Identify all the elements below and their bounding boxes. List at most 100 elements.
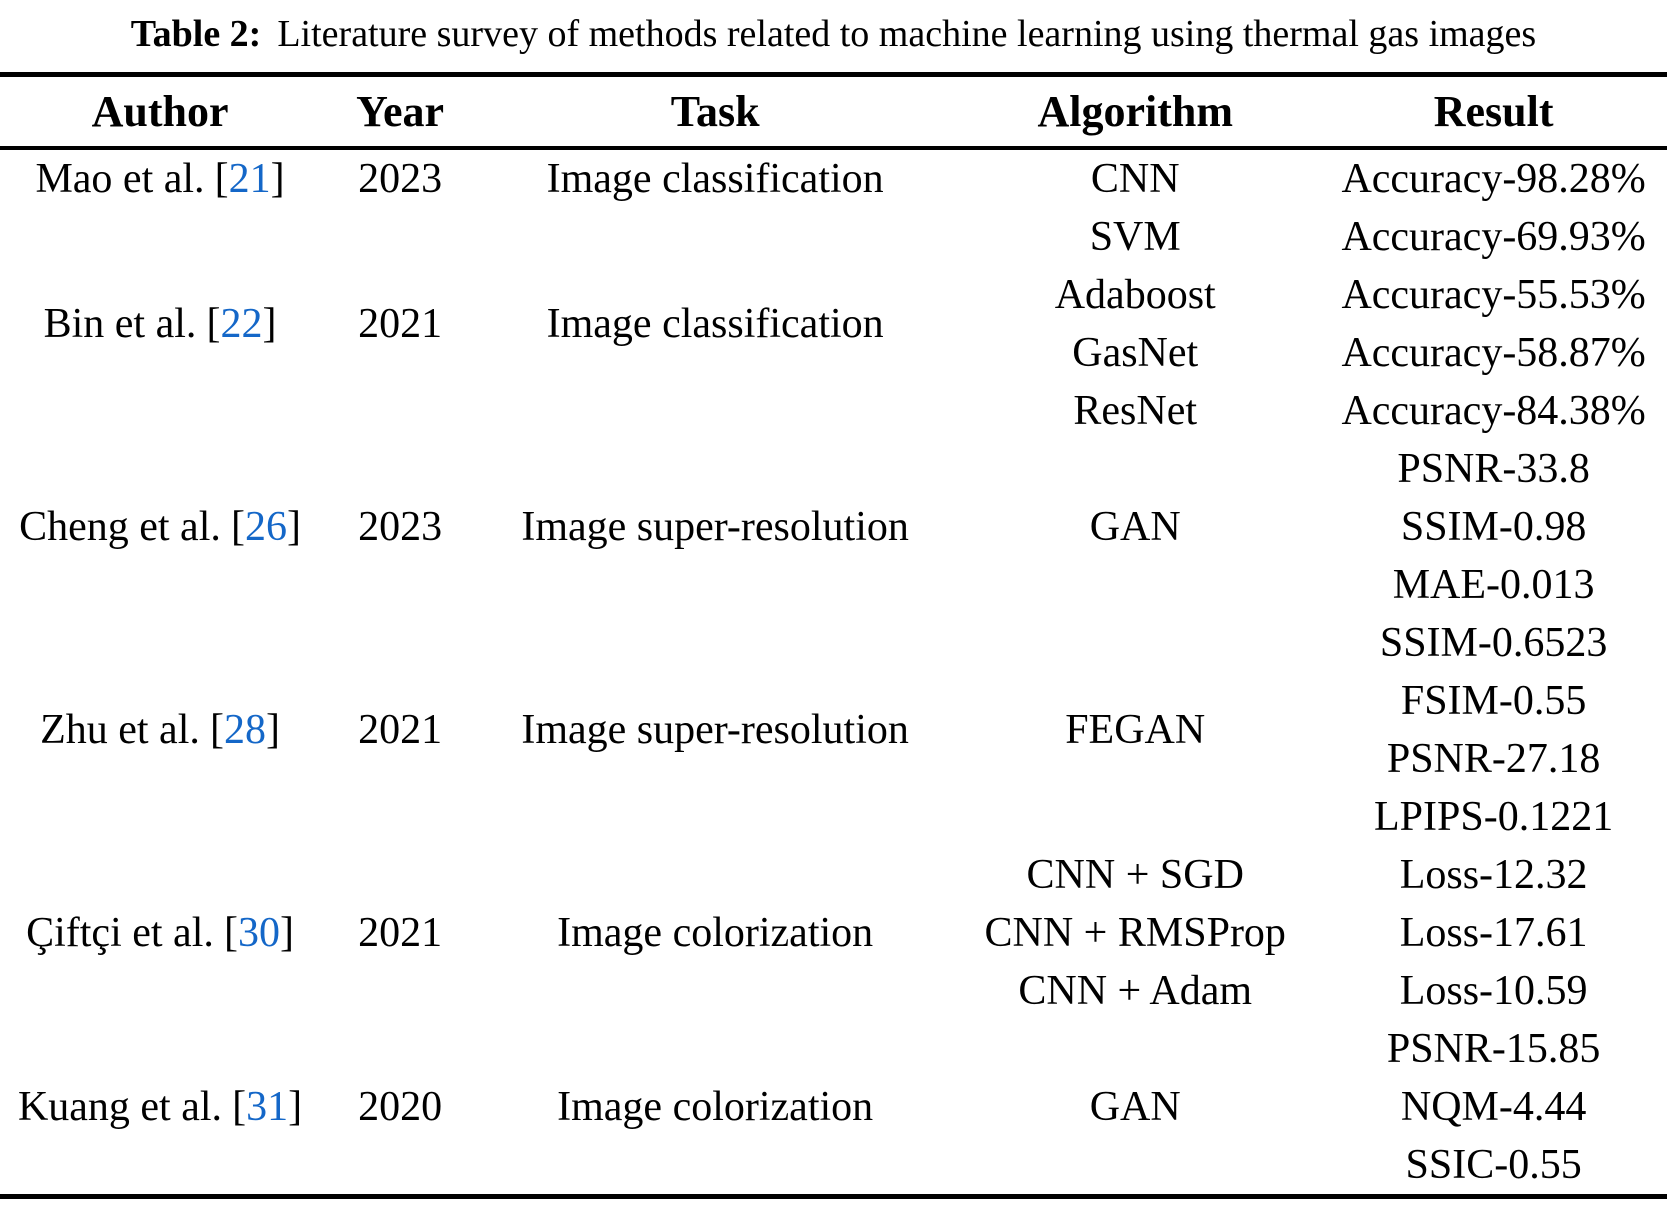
- citation: [30]: [224, 910, 294, 956]
- table-row-cheng: Cheng et al.[26] 2023 Image super-resolu…: [0, 440, 1667, 614]
- author-name: Bin et al.: [43, 300, 197, 347]
- citation-open-bracket: [: [232, 1083, 247, 1130]
- year-cell: 2020: [358, 1083, 443, 1130]
- task-cell: Image colorization: [557, 909, 874, 956]
- algorithm-cell: SVM Adaboost GasNet ResNet: [950, 208, 1320, 440]
- result-value: Loss-10.59: [1399, 967, 1588, 1014]
- result-cell: SSIM-0.6523 FSIM-0.55 PSNR-27.18 LPIPS-0…: [1320, 614, 1667, 846]
- citation-link[interactable]: 22: [220, 300, 263, 347]
- citation-open-bracket: [: [206, 300, 221, 347]
- result-value: Loss-12.32: [1399, 851, 1588, 898]
- citation-link[interactable]: 28: [223, 706, 266, 753]
- citation-close-bracket: ]: [270, 155, 285, 202]
- result-value: Loss-17.61: [1399, 909, 1588, 956]
- result-value: Accuracy-55.53%: [1341, 271, 1646, 318]
- result-value: SSIM-0.98: [1400, 503, 1587, 550]
- algorithm-cell: CNN: [950, 148, 1320, 208]
- result-value: PSNR-15.85: [1386, 1025, 1601, 1072]
- result-value: LPIPS-0.1221: [1374, 793, 1614, 840]
- algorithm-value: GAN: [1089, 1083, 1181, 1130]
- table-row-mao: Mao et al.[21] 2023 Image classification…: [0, 148, 1667, 208]
- result-value: Accuracy-58.87%: [1341, 329, 1646, 376]
- citation: [28]: [210, 707, 280, 753]
- result-value: MAE-0.013: [1392, 561, 1595, 608]
- citation-close-bracket: ]: [286, 503, 301, 550]
- author-cell: Cheng et al.[26]: [0, 440, 320, 614]
- citation: [22]: [206, 301, 276, 347]
- citation: [21]: [215, 156, 285, 202]
- algorithm-value: SVM: [1089, 213, 1181, 260]
- citation-open-bracket: [: [230, 503, 245, 550]
- citation-close-bracket: ]: [265, 706, 280, 753]
- result-value: NQM-4.44: [1400, 1083, 1587, 1130]
- algorithm-cell: FEGAN: [950, 614, 1320, 846]
- year-cell: 2021: [358, 300, 443, 347]
- header-row: Author Year Task Algorithm Result: [0, 74, 1667, 150]
- task-cell: Image classification: [546, 155, 884, 202]
- table-row-kuang: Kuang et al.[31] 2020 Image colorization…: [0, 1020, 1667, 1197]
- algorithm-value: CNN + Adam: [1018, 967, 1253, 1014]
- citation-close-bracket: ]: [288, 1083, 303, 1130]
- author-cell: Kuang et al.[31]: [0, 1020, 320, 1197]
- result-value: SSIM-0.6523: [1379, 619, 1608, 666]
- algorithm-value: FEGAN: [1065, 706, 1206, 753]
- column-header-algorithm: Algorithm: [950, 74, 1321, 150]
- citation-close-bracket: ]: [262, 300, 277, 347]
- column-header-result: Result: [1320, 74, 1667, 150]
- algorithm-value: ResNet: [1073, 387, 1198, 434]
- column-header-task: Task: [480, 74, 951, 150]
- author-cell: Bin et al.[22]: [0, 208, 320, 440]
- result-cell: Loss-12.32 Loss-17.61 Loss-10.59: [1320, 846, 1667, 1020]
- result-value: Accuracy-98.28%: [1341, 155, 1646, 202]
- year-cell: 2021: [358, 706, 443, 753]
- algorithm-value: CNN + SGD: [1026, 851, 1244, 898]
- table-row-bin: Bin et al.[22] 2021 Image classification…: [0, 208, 1667, 440]
- citation: [31]: [232, 1084, 302, 1130]
- citation-close-bracket: ]: [279, 909, 294, 956]
- table-caption-label: Table 2:: [130, 13, 262, 55]
- result-cell: PSNR-15.85 NQM-4.44 SSIC-0.55: [1320, 1020, 1667, 1197]
- author-name: Kuang et al.: [17, 1083, 223, 1130]
- citation-link[interactable]: 31: [246, 1083, 289, 1130]
- result-cell: PSNR-33.8 SSIM-0.98 MAE-0.013: [1320, 440, 1667, 614]
- year-cell: 2023: [358, 503, 443, 550]
- algorithm-cell: GAN: [950, 440, 1320, 614]
- task-cell: Image super-resolution: [521, 706, 909, 753]
- author-name: Çiftçi et al.: [26, 909, 214, 956]
- result-cell: Accuracy-98.28%: [1320, 148, 1667, 208]
- column-header-author: Author: [0, 74, 321, 150]
- author-name: Zhu et al.: [40, 706, 200, 753]
- algorithm-value: GasNet: [1072, 329, 1199, 376]
- citation-open-bracket: [: [214, 155, 229, 202]
- task-cell: Image classification: [546, 300, 884, 347]
- result-value: SSIC-0.55: [1405, 1141, 1582, 1188]
- result-value: FSIM-0.55: [1400, 677, 1587, 724]
- task-cell: Image colorization: [557, 1083, 874, 1130]
- algorithm-cell: CNN + SGD CNN + RMSProp CNN + Adam: [950, 846, 1320, 1020]
- citation-open-bracket: [: [209, 706, 224, 753]
- table-caption-text: Literature survey of methods related to …: [277, 13, 1537, 55]
- result-value: PSNR-33.8: [1397, 445, 1590, 492]
- result-value: Accuracy-84.38%: [1341, 387, 1646, 434]
- citation-open-bracket: [: [223, 909, 238, 956]
- author-cell: Çiftçi et al.[30]: [0, 846, 320, 1020]
- algorithm-value: CNN: [1090, 155, 1180, 202]
- task-cell: Image super-resolution: [521, 503, 909, 550]
- author-cell: Zhu et al.[28]: [0, 614, 320, 846]
- literature-survey-table: Author Year Task Algorithm Result Mao et…: [0, 72, 1667, 1199]
- citation-link[interactable]: 30: [237, 909, 280, 956]
- table-row-ciftci: Çiftçi et al.[30] 2021 Image colorizatio…: [0, 846, 1667, 1020]
- year-cell: 2023: [358, 155, 443, 202]
- year-cell: 2021: [358, 909, 443, 956]
- citation-link[interactable]: 26: [244, 503, 287, 550]
- result-cell: Accuracy-69.93% Accuracy-55.53% Accuracy…: [1320, 208, 1667, 440]
- citation-link[interactable]: 21: [228, 155, 271, 202]
- author-name: Mao et al.: [35, 155, 205, 202]
- author-name: Cheng et al.: [19, 503, 221, 550]
- algorithm-value: CNN + RMSProp: [984, 909, 1286, 956]
- column-header-year: Year: [320, 74, 481, 150]
- table-row-zhu: Zhu et al.[28] 2021 Image super-resoluti…: [0, 614, 1667, 846]
- table-caption: Table 2: Literature survey of methods rel…: [0, 0, 1667, 72]
- result-value: PSNR-27.18: [1386, 735, 1601, 782]
- algorithm-value: Adaboost: [1054, 271, 1216, 318]
